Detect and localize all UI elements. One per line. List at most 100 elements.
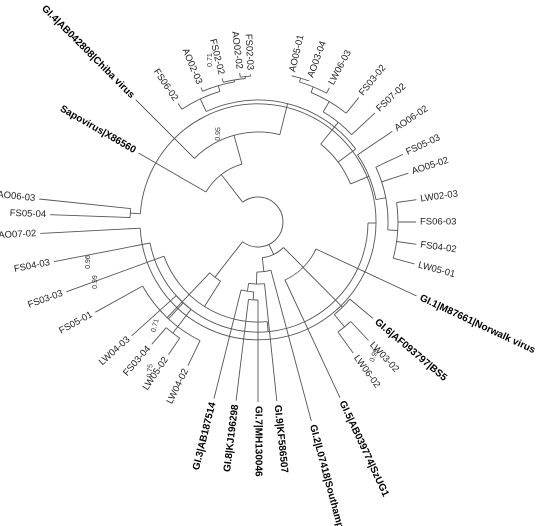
clade-arc — [299, 81, 327, 94]
leaf-branch — [326, 87, 330, 94]
tree-branches — [39, 73, 417, 422]
support-value: 0.75 — [146, 364, 154, 378]
tree-support-values: 0.710.950.960.990.710.750.99 — [85, 53, 380, 378]
clade-arc — [242, 196, 284, 248]
leaf-branch — [177, 103, 183, 110]
leaf-label: AO06-02 — [393, 103, 431, 133]
leaf-branch — [235, 299, 249, 401]
leaf-branch — [187, 340, 201, 366]
internal-branch — [214, 267, 223, 278]
support-value: 0.71 — [150, 318, 160, 333]
leaf-label: Sapovirus|X86560 — [58, 104, 138, 157]
internal-branch — [199, 98, 207, 112]
internal-branch — [252, 291, 255, 300]
clade-arc — [256, 269, 272, 273]
clade-arc — [209, 272, 221, 282]
clade-arc — [337, 321, 352, 333]
leaf-label: GI.5|AB039774|SzUG1 — [337, 399, 391, 499]
leaf-label: LW06-02 — [351, 353, 382, 390]
clade-arc — [149, 222, 369, 333]
leaf-label: FS02-03 — [243, 34, 256, 71]
leaf-branch — [264, 283, 278, 402]
leaf-branch — [381, 172, 409, 183]
support-value: 0.96 — [85, 255, 92, 269]
clade-arc — [223, 78, 246, 83]
leaf-branch — [239, 73, 241, 78]
leaf-label: FS03-02 — [357, 63, 388, 98]
leaf-label: AO05-02 — [410, 155, 450, 177]
internal-branch — [387, 229, 398, 231]
leaf-label: FS04-03 — [13, 257, 51, 275]
leaf-branch — [396, 241, 417, 245]
clade-arc — [322, 111, 352, 136]
leaf-label: AO02-02 — [229, 31, 245, 70]
leaf-label: GI.8|KJ196298 — [222, 404, 241, 473]
clade-arc — [202, 81, 235, 92]
internal-branch — [299, 78, 302, 83]
leaf-label: GI.4|AB042808|Chiba virus — [39, 3, 137, 101]
leaf-branch — [151, 327, 167, 345]
clade-arc — [392, 202, 399, 259]
internal-branch — [279, 103, 289, 135]
internal-branch — [261, 257, 265, 272]
internal-branch — [130, 212, 141, 215]
clade-arc — [163, 256, 268, 323]
internal-branch — [220, 174, 244, 203]
leaf-branch — [393, 257, 415, 265]
leaf-branch — [375, 153, 404, 168]
leaf-label: LW02-03 — [420, 189, 459, 205]
internal-branch — [322, 101, 330, 113]
internal-branch — [375, 197, 386, 201]
leaf-branch — [95, 285, 143, 313]
internal-branch — [310, 86, 314, 93]
leaf-branch — [221, 78, 224, 83]
clade-arc — [248, 282, 265, 285]
leaf-label: FS03-03 — [26, 288, 64, 311]
internal-branch — [320, 122, 339, 145]
leaf-label: GI.9|KF586507 — [272, 404, 290, 474]
leaf-label: AO03-04 — [306, 40, 329, 79]
internal-branch — [268, 244, 273, 251]
internal-branch — [217, 85, 221, 92]
leaf-label: LW04-02 — [165, 367, 191, 406]
internal-branch — [266, 321, 269, 332]
leaf-branch — [357, 131, 393, 156]
leaf-branch — [284, 279, 341, 398]
leaf-label: FS05-03 — [404, 132, 442, 157]
leaf-label: FS05-01 — [57, 309, 94, 336]
leaf-label: GI.3|AB187514 — [191, 401, 219, 472]
leaf-branch — [66, 255, 165, 293]
internal-branch — [283, 247, 304, 268]
clade-arc — [240, 75, 251, 78]
clade-arc — [175, 295, 192, 310]
tree-leaf-labels: FS02-03AO02-02FS02-02AO02-03FS06-02GI.4|… — [0, 3, 537, 526]
leaf-label: AO07-02 — [0, 228, 37, 241]
leaf-branch — [345, 97, 360, 114]
leaf-label: GI.1|M87661|Norwalk virus — [418, 293, 537, 356]
support-value: 0.99 — [92, 275, 99, 289]
leaf-branch — [53, 242, 151, 263]
leaf-branch — [270, 270, 312, 422]
leaf-branch — [396, 199, 417, 203]
leaf-label: AO05-01 — [287, 34, 306, 74]
support-value: 0.95 — [215, 127, 222, 141]
leaf-label: FS07-02 — [374, 81, 408, 114]
support-value: 0.71 — [207, 53, 214, 67]
internal-branch — [337, 148, 356, 163]
leaf-label: AO02-03 — [179, 47, 204, 86]
leaf-branch — [200, 87, 203, 92]
leaf-label: LW05-02 — [141, 355, 171, 393]
internal-branch — [271, 250, 275, 255]
support-value: 0.99 — [369, 348, 380, 363]
leaf-branch — [349, 298, 374, 319]
leaf-label: FS06-02 — [151, 67, 180, 103]
internal-branch — [333, 314, 345, 328]
leaf-branch — [337, 331, 354, 354]
leaf-label: LW05-01 — [417, 260, 456, 280]
leaf-label: FS06-03 — [420, 217, 456, 228]
leaf-branch — [138, 152, 207, 193]
leaf-branch — [168, 337, 181, 355]
leaf-branch — [351, 112, 376, 136]
leaf-branch — [135, 99, 160, 124]
